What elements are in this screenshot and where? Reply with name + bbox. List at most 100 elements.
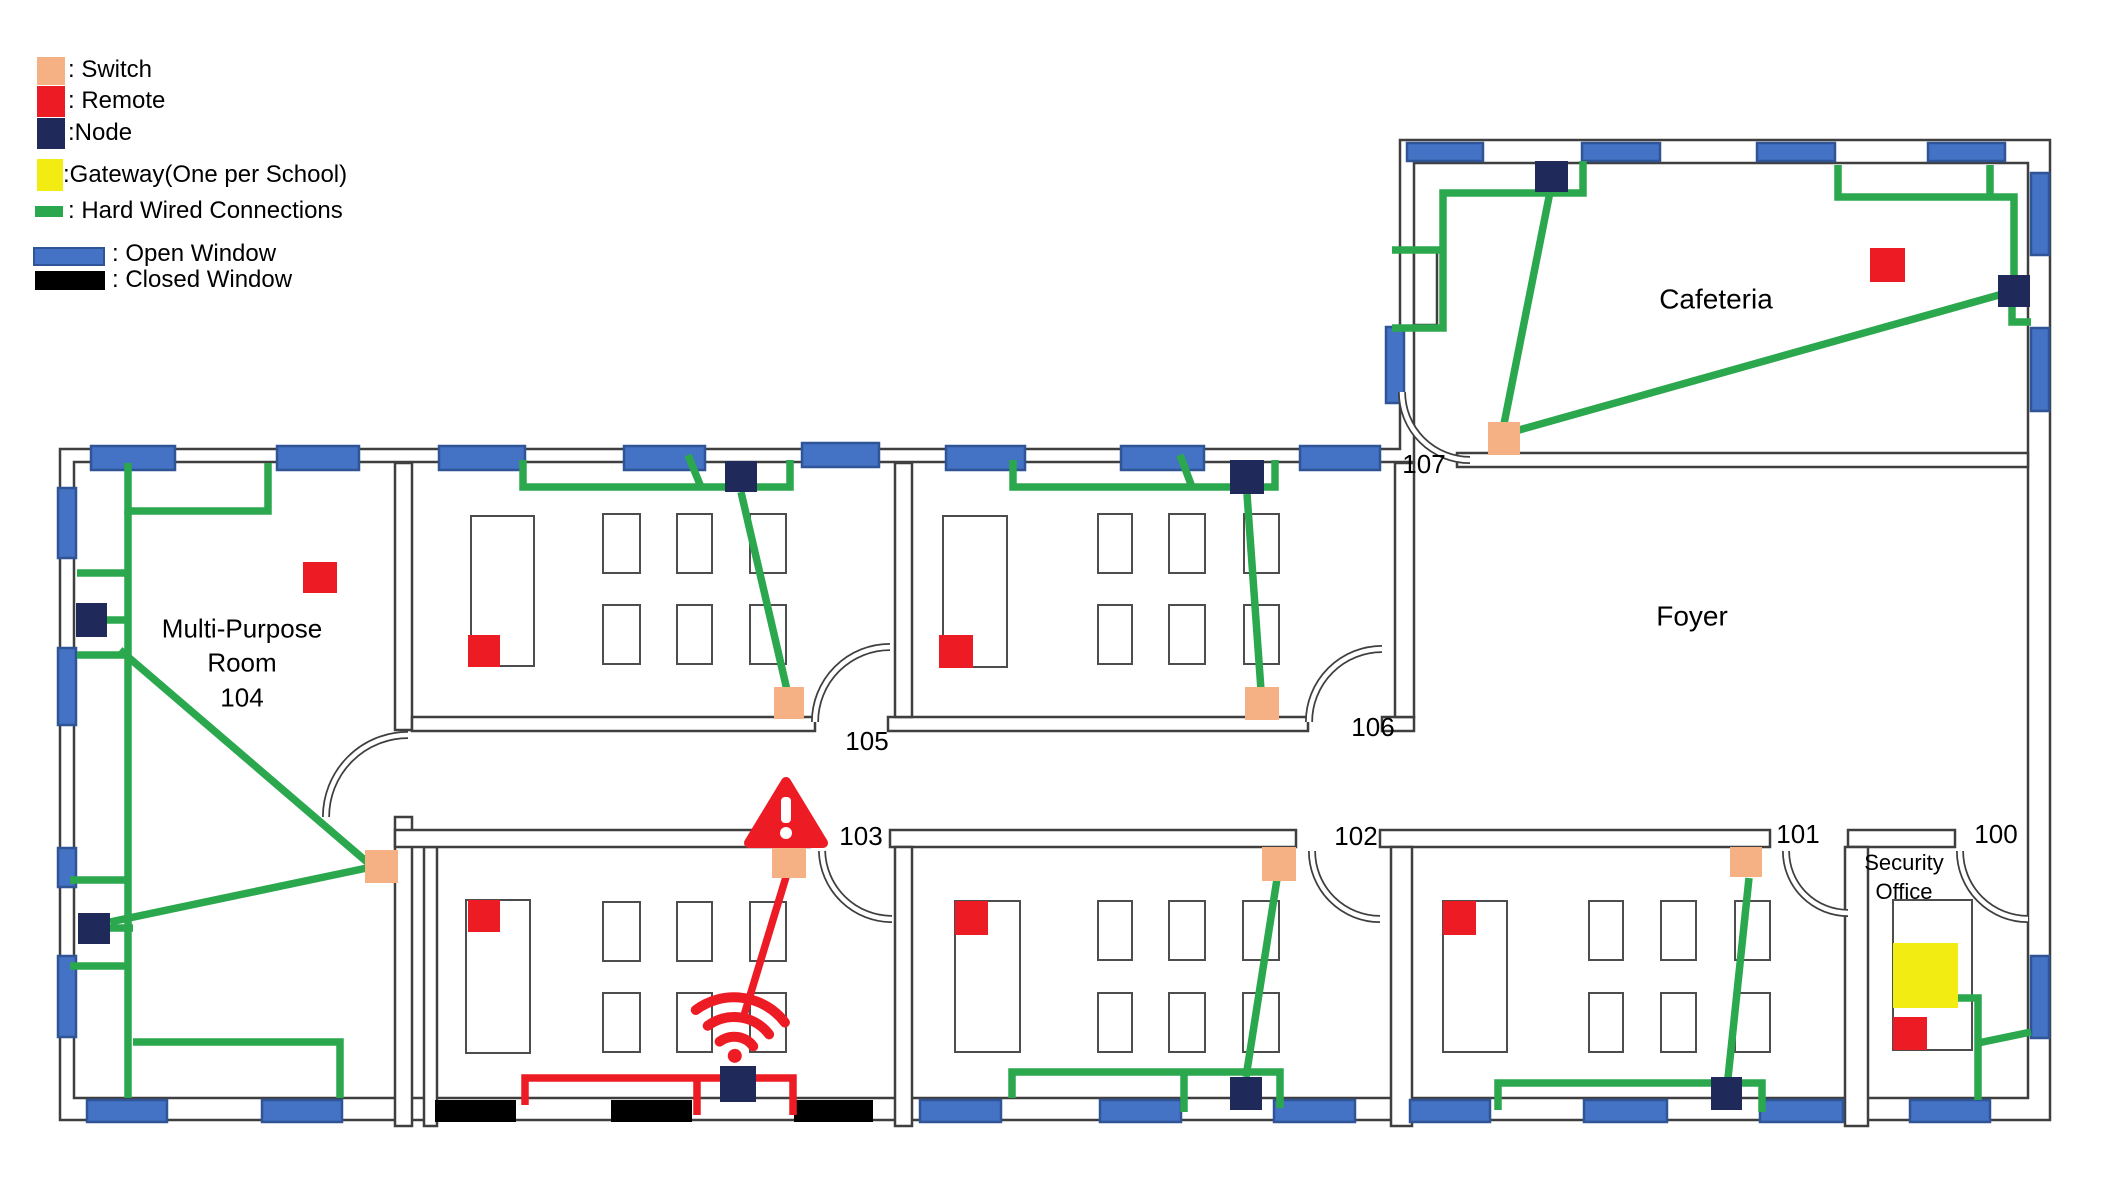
open-window xyxy=(2029,326,2051,413)
wire-green xyxy=(519,460,794,491)
remote-103 xyxy=(468,900,500,932)
node-105 xyxy=(725,461,757,492)
open-window xyxy=(260,1098,344,1124)
room-label-101: 101 xyxy=(1776,818,1820,849)
node-101 xyxy=(1711,1077,1742,1110)
interior-wall xyxy=(393,461,414,732)
desk xyxy=(676,901,713,962)
node-106 xyxy=(1230,460,1264,494)
desk xyxy=(602,992,641,1053)
closed-window xyxy=(794,1100,873,1122)
open-window xyxy=(800,441,881,469)
open-window xyxy=(1098,1098,1183,1124)
room-label-103: 103 xyxy=(839,820,883,851)
room-label-102: 102 xyxy=(1334,820,1378,851)
door-arc-inner xyxy=(1783,850,1849,916)
desk xyxy=(942,515,1008,668)
desk xyxy=(676,604,713,665)
open-window xyxy=(1119,444,1206,472)
switch-105 xyxy=(774,687,804,719)
wire-green xyxy=(1494,1079,1766,1112)
desk xyxy=(749,901,787,962)
switch-swatch-icon xyxy=(37,57,65,85)
switch-103 xyxy=(772,848,806,878)
node-104-lower xyxy=(78,913,110,944)
door-arc-inner xyxy=(819,850,893,922)
open-window xyxy=(1755,141,1837,163)
door-arc-inner xyxy=(1309,850,1381,922)
room-label-106: 106 xyxy=(1351,711,1395,742)
gateway-security xyxy=(1893,943,1958,1008)
node-cafeteria-right xyxy=(1998,275,2030,307)
wire-green xyxy=(1724,877,1753,1079)
interior-wall xyxy=(1455,451,2030,469)
room-label-foyer: Foyer xyxy=(1656,600,1728,632)
wire-green xyxy=(737,491,791,691)
remote-102 xyxy=(955,901,988,935)
door-arc-inner xyxy=(812,644,891,723)
open-window xyxy=(1926,141,2007,163)
open-window xyxy=(89,444,177,472)
desk xyxy=(1097,900,1133,961)
switch-102 xyxy=(1262,847,1296,881)
interior-wall xyxy=(422,845,439,1128)
door-arc-inner xyxy=(323,732,409,818)
node-104-upper xyxy=(76,603,107,637)
wire-green xyxy=(1977,1028,2032,1047)
legend-label-open-window: : Open Window xyxy=(112,240,277,267)
wire-green xyxy=(1242,878,1281,1078)
wire-green xyxy=(1392,161,1587,332)
open-window xyxy=(918,1098,1003,1124)
desk xyxy=(1588,992,1624,1053)
open-window xyxy=(1384,325,1406,405)
wire-green xyxy=(109,864,368,926)
open-window xyxy=(437,444,527,472)
interior-wall xyxy=(1393,461,1416,719)
desk xyxy=(1097,604,1133,665)
gateway-swatch-icon xyxy=(37,159,63,191)
desk xyxy=(1660,992,1697,1053)
open-window xyxy=(1298,444,1382,472)
interior-wall xyxy=(410,715,817,733)
remote-105 xyxy=(468,635,500,667)
wire-green xyxy=(1834,165,2018,275)
desk xyxy=(1168,992,1206,1053)
wire-swatch-icon xyxy=(35,206,63,217)
wire-green xyxy=(2008,307,2031,326)
legend-label-closed-window: : Closed Window xyxy=(112,266,293,293)
legend-label-node: :Node xyxy=(68,119,133,146)
interior-wall xyxy=(893,461,914,719)
wire-green xyxy=(1958,994,1982,1100)
open-window xyxy=(56,954,78,1039)
desk xyxy=(470,515,535,667)
open-window xyxy=(85,1098,169,1124)
wire-red xyxy=(521,1074,797,1115)
wire-green xyxy=(117,647,370,865)
legend-label-remote: : Remote xyxy=(68,87,166,114)
desk xyxy=(602,604,641,665)
room-label-security: Security Office xyxy=(1864,849,1944,904)
wire-green xyxy=(684,453,705,489)
closed-window xyxy=(611,1100,692,1122)
interior-wall xyxy=(1412,250,1439,327)
desk xyxy=(676,513,713,574)
open-window xyxy=(56,486,78,560)
interior-wall xyxy=(886,715,1310,733)
open-window-swatch-icon xyxy=(33,247,105,266)
desk xyxy=(1660,900,1697,961)
interior-wall xyxy=(1846,828,1957,849)
room-label-100: 100 xyxy=(1974,818,2018,849)
node-102 xyxy=(1230,1077,1262,1110)
desk xyxy=(1734,992,1771,1053)
open-window xyxy=(1908,1098,1992,1124)
desk xyxy=(1168,900,1206,961)
remote-security xyxy=(1893,1017,1927,1050)
switch-cafeteria xyxy=(1488,422,1520,455)
wire-green xyxy=(1243,493,1265,691)
node-103 xyxy=(720,1066,756,1102)
remote-cafeteria xyxy=(1870,248,1905,282)
open-window xyxy=(1582,1098,1669,1124)
room-label-107: 107 xyxy=(1402,448,1446,479)
desk xyxy=(1097,992,1133,1053)
